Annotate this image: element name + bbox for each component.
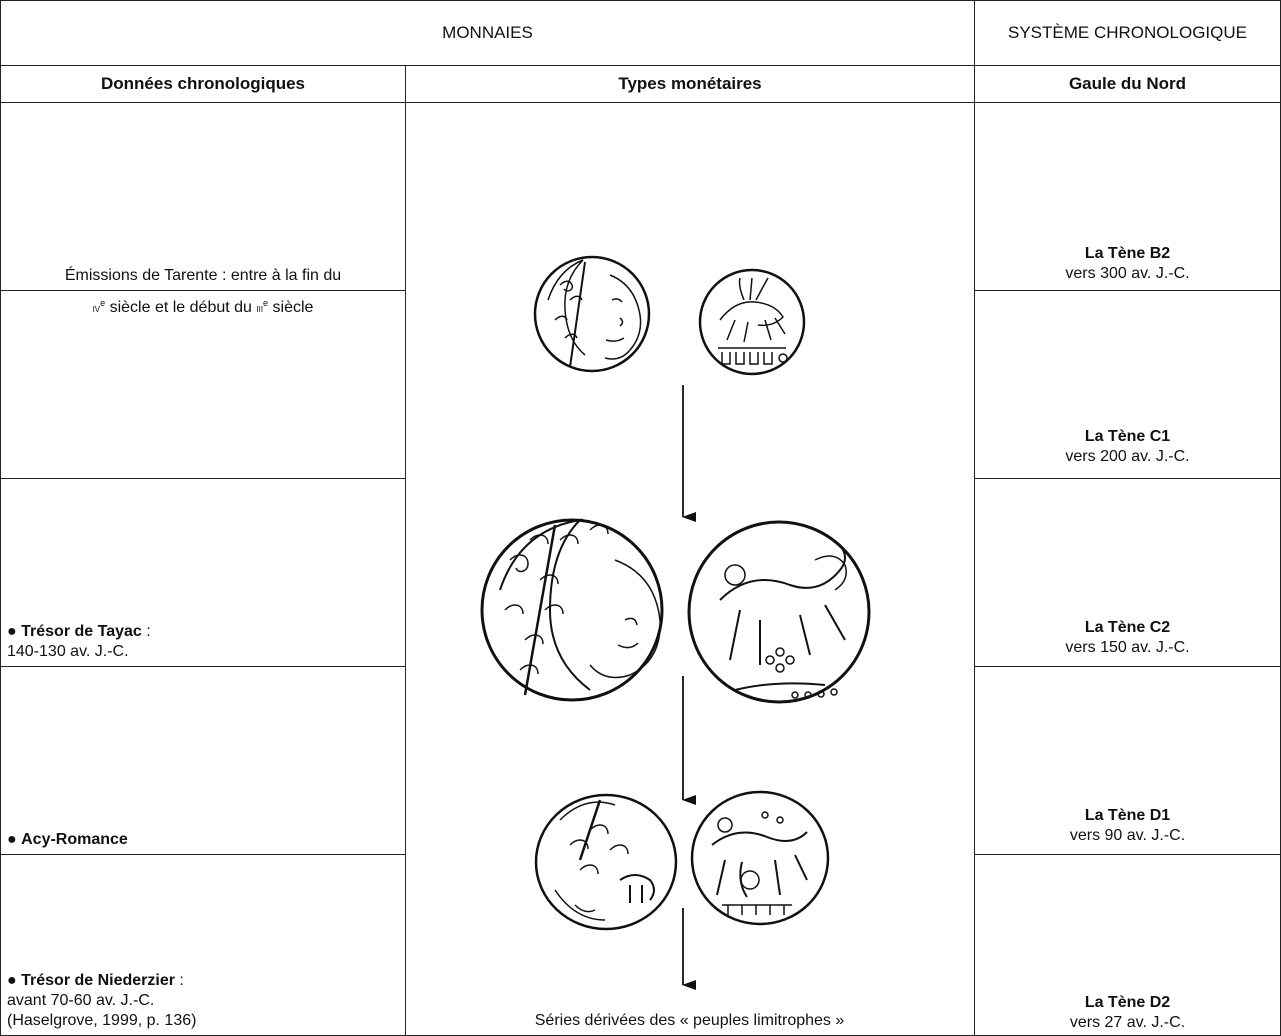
phase-name: La Tène C1: [1084, 428, 1171, 445]
phase-name: La Tène D1: [1084, 807, 1171, 824]
phase-name: La Tène D2: [1084, 994, 1171, 1011]
phase-date: vers 300 av. J.-C.: [1065, 265, 1190, 282]
left-cell-4: ● Acy-Romance: [0, 666, 406, 855]
left-cell-5: ● Trésor de Niederzier : avant 70-60 av.…: [0, 854, 406, 1036]
coin-tayac-obverse: [480, 518, 664, 702]
sup-e1: e: [100, 298, 106, 308]
header-types-text: Types monétaires: [618, 74, 762, 93]
coin-tarente-obverse: [533, 255, 651, 373]
left-cell-2: ive siècle et le début du iiie siècle: [0, 290, 406, 479]
tayac-name: Trésor de Tayac: [21, 623, 142, 640]
header-systeme-text: SYSTÈME CHRONOLOGIQUE: [1008, 23, 1247, 42]
phase-b2: La Tène B2 vers 300 av. J.-C.: [974, 244, 1281, 284]
niederzier-entry: ● Trésor de Niederzier : avant 70-60 av.…: [7, 971, 399, 1031]
tarente-mid: siècle et le début du: [105, 299, 257, 316]
right-cell-1: [974, 102, 1281, 291]
phase-name: La Tène C2: [1084, 619, 1171, 636]
coin-derived-obverse: [534, 793, 678, 931]
phase-name: La Tène B2: [1084, 245, 1171, 262]
header-gaule: Gaule du Nord: [974, 65, 1281, 103]
tayac-entry: ● Trésor de Tayac : 140-130 av. J.-C.: [7, 622, 399, 662]
header-gaule-text: Gaule du Nord: [1068, 74, 1187, 93]
phase-date: vers 90 av. J.-C.: [1069, 827, 1186, 844]
sup-e2: e: [263, 298, 269, 308]
right-cell-2: [974, 290, 1281, 479]
bullet: ●: [7, 831, 17, 848]
types-caption: Séries dérivées des « peuples limitrophe…: [534, 1012, 845, 1029]
header-systeme: SYSTÈME CHRONOLOGIQUE: [974, 0, 1281, 66]
header-monnaies: MONNAIES: [0, 0, 975, 66]
nieder-colon: :: [174, 972, 184, 989]
tayac-colon: :: [141, 623, 151, 640]
nieder-ref: (Haselgrove, 1999, p. 136): [7, 1012, 197, 1029]
coin-derived-reverse: [690, 790, 830, 926]
coin-illustrations: [480, 255, 871, 990]
phase-c2: La Tène C2 vers 150 av. J.-C.: [974, 618, 1281, 658]
right-cell-4: [974, 666, 1281, 855]
right-cell-5: [974, 854, 1281, 1036]
header-donnees-text: Données chronologiques: [100, 74, 306, 93]
bullet: ●: [7, 972, 17, 989]
phase-d1: La Tène D1 vers 90 av. J.-C.: [974, 806, 1281, 846]
phase-date: vers 200 av. J.-C.: [1065, 448, 1190, 465]
tarente-line1: Émissions de Tarente : entre à la fin du: [64, 267, 342, 284]
coin-tarente-reverse: [698, 268, 806, 376]
nieder-name: Trésor de Niederzier: [21, 972, 175, 989]
left-cell-1: Émissions de Tarente : entre à la fin du: [0, 102, 406, 291]
tarente-end: siècle: [268, 299, 314, 316]
coin-tayac-reverse: [687, 520, 871, 704]
header-donnees: Données chronologiques: [0, 65, 406, 103]
phase-d2: La Tène D2 vers 27 av. J.-C.: [974, 993, 1281, 1033]
acy-name: Acy-Romance: [21, 831, 128, 848]
roman-iv: iv: [92, 303, 101, 315]
phase-c1: La Tène C1 vers 200 av. J.-C.: [974, 427, 1281, 467]
phase-date: vers 150 av. J.-C.: [1065, 639, 1190, 656]
header-monnaies-text: MONNAIES: [442, 23, 533, 42]
acy-entry: ● Acy-Romance: [7, 830, 399, 850]
roman-iii: iii: [256, 303, 264, 315]
left-cell-3: ● Trésor de Tayac : 140-130 av. J.-C.: [0, 478, 406, 667]
phase-date: vers 27 av. J.-C.: [1069, 1014, 1186, 1031]
bullet: ●: [7, 623, 17, 640]
nieder-date: avant 70-60 av. J.-C.: [7, 992, 155, 1009]
tayac-date: 140-130 av. J.-C.: [7, 643, 129, 660]
right-cell-3: [974, 478, 1281, 667]
tarente-line2: ive siècle et le début du iiie siècle: [7, 299, 399, 317]
